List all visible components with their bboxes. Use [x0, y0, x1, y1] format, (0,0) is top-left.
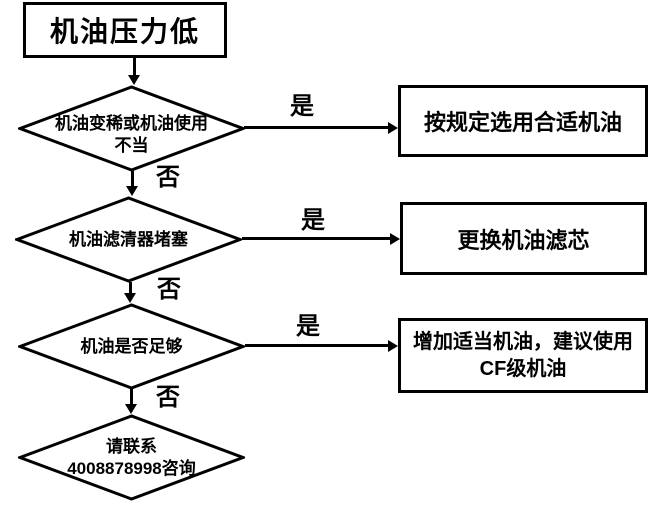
decision-oil-thin-or-misuse: 机油变稀或机油使用 不当 — [18, 85, 245, 172]
edge-label-no-1: 否 — [156, 164, 180, 191]
result-replace-filter-label: 更换机油滤芯 — [457, 227, 590, 253]
arrow-d2-to-d3 — [129, 282, 132, 295]
arrowhead-down-icon — [126, 186, 138, 196]
result-replace-filter: 更换机油滤芯 — [400, 202, 647, 275]
edge-label-yes-2: 是 — [301, 207, 325, 234]
arrow-d2-to-r2 — [242, 237, 390, 240]
start-node-label: 机油压力低 — [49, 16, 200, 47]
edge-label-yes-1: 是 — [290, 93, 314, 120]
result-select-proper-oil-label: 按规定选用合适机油 — [423, 110, 622, 135]
arrowhead-down-icon — [128, 75, 140, 85]
arrow-start-to-d1 — [133, 58, 136, 77]
result-add-oil-line1: 增加适当机油，建议使用 — [413, 330, 633, 353]
decision-oil-sufficient-label: 机油是否足够 — [80, 336, 183, 356]
diamond-outline — [18, 85, 245, 172]
arrow-d3-to-contact — [130, 389, 133, 405]
arrowhead-down-icon — [124, 293, 136, 303]
arrow-d3-to-r3 — [245, 344, 388, 347]
decision-oil-thin-line2: 不当 — [114, 135, 149, 155]
start-node: 机油压力低 — [23, 2, 227, 58]
edge-label-no-3: 否 — [156, 384, 180, 411]
decision-filter-clogged: 机油滤清器堵塞 — [15, 196, 242, 283]
diamond-outline — [15, 196, 242, 283]
arrow-d1-to-r1 — [244, 126, 388, 129]
decision-oil-sufficient: 机油是否足够 — [18, 303, 245, 390]
arrowhead-down-icon — [125, 404, 137, 414]
result-add-oil-line2: CF级机油 — [479, 357, 567, 380]
edge-label-no-2: 否 — [157, 276, 181, 303]
arrowhead-right-icon — [390, 233, 400, 245]
arrowhead-right-icon — [388, 340, 398, 352]
edge-label-yes-3: 是 — [296, 313, 320, 340]
diamond-outline — [18, 303, 245, 390]
decision-filter-clogged-label: 机油滤清器堵塞 — [69, 229, 188, 249]
decision-oil-thin-line1: 机油变稀或机油使用 — [55, 114, 208, 134]
contact-node-label: 请联系 4008878998咨询 — [18, 414, 245, 501]
diamond-outline — [18, 414, 245, 501]
result-select-proper-oil: 按规定选用合适机油 — [398, 85, 648, 157]
decision-oil-thin-label: 机油变稀或机油使用 不当 — [18, 85, 245, 172]
arrow-d1-to-d2 — [131, 171, 134, 187]
result-add-oil: 增加适当机油，建议使用 CF级机油 — [398, 318, 648, 393]
contact-line1: 请联系 — [106, 437, 157, 457]
contact-line2: 4008878998咨询 — [67, 458, 196, 478]
contact-node: 请联系 4008878998咨询 — [18, 414, 245, 501]
arrowhead-right-icon — [388, 122, 398, 134]
